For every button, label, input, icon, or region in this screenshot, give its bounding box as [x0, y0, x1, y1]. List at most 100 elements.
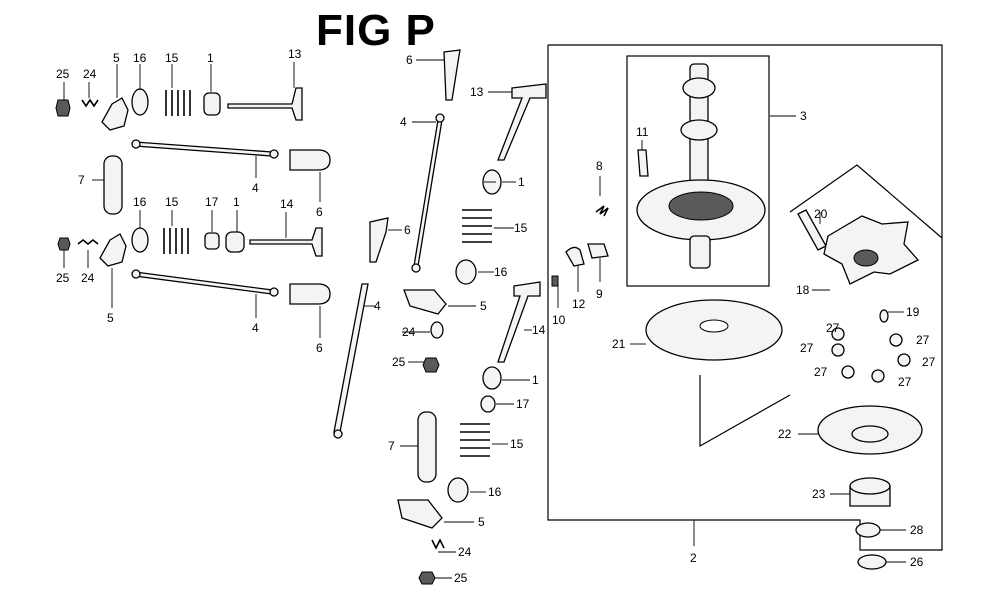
callout-label: 1	[518, 175, 525, 189]
callout-label: 14	[532, 323, 546, 337]
ball-27-b	[889, 333, 903, 347]
callout-label: 8	[596, 159, 603, 173]
tappet-6-lower	[289, 283, 331, 305]
washer-19	[879, 309, 889, 323]
callout-label: 27	[826, 321, 840, 335]
seal-1-upper	[203, 92, 221, 116]
callout-label: 1	[532, 373, 539, 387]
callout-label: 18	[796, 283, 810, 297]
pushrod-4-center-b	[333, 283, 369, 433]
callout-label: 6	[316, 341, 323, 355]
tappet-6-center-mid	[369, 217, 389, 263]
callout-label: 12	[572, 297, 586, 311]
spring-15-lower	[163, 228, 189, 254]
ball-27-f	[871, 369, 885, 383]
figure-title: FIG P	[316, 6, 436, 55]
tappet-6-center-top	[443, 49, 461, 101]
callout-label: 6	[316, 205, 323, 219]
callout-label: 2	[690, 551, 697, 565]
callout-label: 14	[280, 197, 294, 211]
callout-label: 11	[636, 125, 649, 139]
callout-label: 25	[392, 355, 406, 369]
callout-label: 24	[458, 545, 472, 559]
callout-label: 1	[233, 195, 240, 209]
weight-12	[565, 246, 585, 267]
upper-valve-row	[55, 87, 331, 215]
flyweight-plate-hub	[853, 249, 879, 267]
valve-13-center	[497, 83, 547, 161]
valve-14-center	[497, 281, 541, 363]
rocker-arm-5-center-bottom	[397, 499, 443, 529]
callout-label: 4	[252, 181, 259, 195]
pin-10	[551, 275, 559, 287]
ball-27-d	[897, 353, 911, 367]
callout-label: 23	[812, 487, 826, 501]
spring-15-upper	[165, 90, 191, 116]
spring-15-center-top	[462, 209, 492, 243]
tappet-6-upper	[289, 149, 331, 171]
rocker-arm-5-upper	[101, 97, 129, 131]
flyweight-plate-18	[823, 215, 920, 285]
retainer-16-upper	[131, 88, 149, 116]
pulley-group-box-top	[789, 164, 943, 239]
callout-label: 17	[205, 195, 219, 209]
spring-15-center-bottom	[460, 423, 490, 457]
camshaft-group	[551, 63, 923, 570]
callout-label: 26	[910, 555, 924, 569]
pulley-22-hub	[851, 425, 889, 443]
callout-label: 22	[778, 427, 792, 441]
callout-label: 5	[480, 299, 487, 313]
ball-27-e	[841, 365, 855, 379]
leader-lines	[63, 59, 906, 579]
valve-13-upper	[227, 87, 303, 121]
callout-label: 7	[78, 173, 85, 187]
callout-label: 16	[494, 265, 508, 279]
callout-label: 15	[514, 221, 528, 235]
pushrod-end-4b	[269, 149, 279, 159]
callout-label: 27	[916, 333, 930, 347]
callout-label: 4	[374, 299, 381, 313]
seal-1-lower	[225, 231, 245, 253]
callout-label: 3	[800, 109, 807, 123]
nut-25-center	[422, 357, 440, 373]
pushrod-end-4a	[131, 139, 141, 149]
retainer-16-center-top	[455, 259, 477, 285]
center-column	[333, 49, 547, 585]
callout-label: 15	[165, 195, 179, 209]
seal-1-center-bottom	[482, 366, 502, 390]
callout-label: 25	[56, 271, 70, 285]
outline-boxes	[547, 44, 943, 551]
callout-label: 21	[612, 337, 626, 351]
camshaft-lower-journal	[689, 235, 711, 269]
camshaft-inner-box	[626, 55, 770, 287]
callout-label: 9	[596, 287, 603, 301]
callout-label: 25	[454, 571, 468, 585]
collet-17-lower	[204, 232, 220, 250]
washer-21-hole	[699, 319, 729, 333]
callout-label: 16	[133, 51, 147, 65]
stud-24-center-bottom	[431, 538, 445, 550]
pushrod-4-upper	[134, 141, 273, 157]
callout-label: 13	[470, 85, 484, 99]
callout-label: 20	[814, 207, 828, 221]
pushrod-end-center-b	[411, 263, 421, 273]
callout-label: 5	[478, 515, 485, 529]
callout-label: 16	[488, 485, 502, 499]
callout-label: 4	[400, 115, 407, 129]
spring-8	[595, 205, 609, 217]
callout-label: 27	[922, 355, 936, 369]
pin-11	[637, 149, 649, 177]
weight-9	[587, 243, 609, 259]
pushrod-end-4d	[269, 287, 279, 297]
retainer-16-center-bottom	[447, 477, 469, 503]
callout-label: 7	[388, 439, 395, 453]
pushrod-4-lower	[134, 271, 273, 295]
callout-label: 24	[81, 271, 95, 285]
callout-label: 19	[906, 305, 920, 319]
callout-label: 5	[107, 311, 114, 325]
rocker-arm-5-lower	[99, 233, 127, 267]
callout-label: 1	[207, 51, 214, 65]
stud-24-center	[430, 321, 444, 339]
stud-24-lower	[77, 238, 99, 246]
